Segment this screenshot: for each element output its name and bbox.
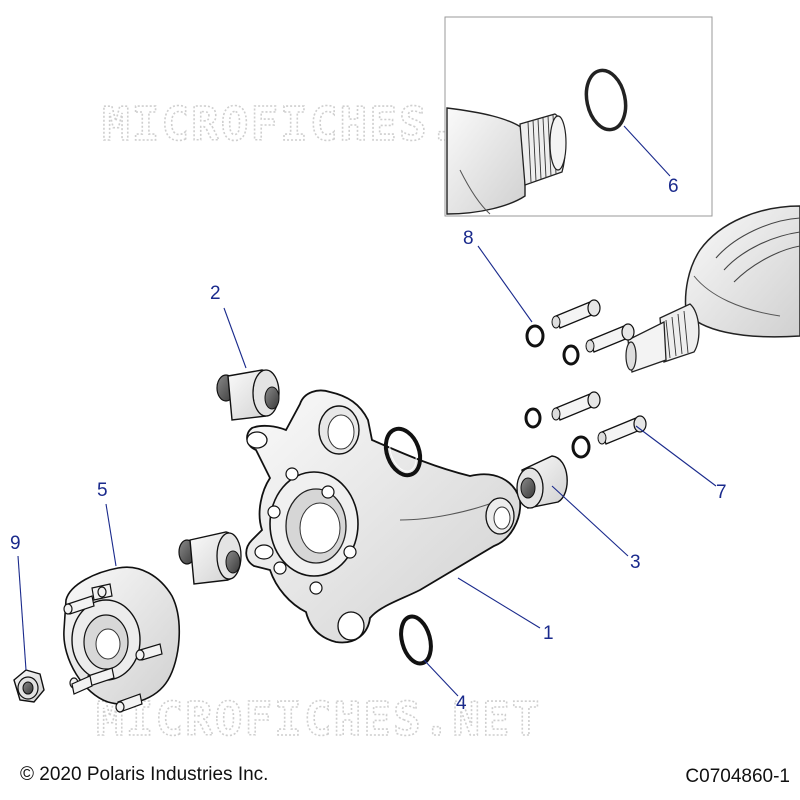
washer-2 (562, 344, 580, 366)
callout-5: 5 (97, 480, 108, 501)
callout-7: 7 (716, 482, 727, 503)
callout-2: 2 (210, 283, 221, 304)
washer-3 (524, 407, 542, 429)
bushing-upper (216, 369, 280, 421)
bushing-lower (178, 531, 242, 585)
retaining-ring-lower (399, 614, 433, 666)
callout-1: 1 (543, 623, 554, 644)
inset-detail-box (444, 16, 713, 217)
half-shaft (625, 205, 800, 373)
rear-knuckle (245, 389, 522, 644)
diagram-id: C0704860-1 (685, 766, 790, 787)
callout-9: 9 (10, 533, 21, 554)
inset-cv-joint (446, 107, 526, 215)
watermark-bottom: MICROFICHES.NET (96, 692, 541, 746)
callout-6: 6 (668, 176, 679, 197)
inset-splined-stub (519, 113, 567, 186)
washer-1 (525, 324, 545, 348)
retaining-ring-upper (383, 426, 423, 478)
callout-8: 8 (463, 228, 474, 249)
copyright-text: © 2020 Polaris Industries Inc. (20, 764, 269, 785)
o-ring (584, 68, 628, 132)
callout-4: 4 (456, 693, 467, 714)
wheel-nut (13, 669, 45, 703)
callout-3: 3 (630, 552, 641, 573)
wheel-hub (63, 566, 181, 713)
bolt-1 (551, 299, 601, 329)
washer-4 (571, 435, 591, 459)
leader-lines (17, 125, 717, 697)
bushing-right (516, 455, 568, 509)
bolt-4 (597, 415, 647, 445)
bolt-2 (585, 323, 635, 353)
bolt-3 (551, 391, 601, 421)
